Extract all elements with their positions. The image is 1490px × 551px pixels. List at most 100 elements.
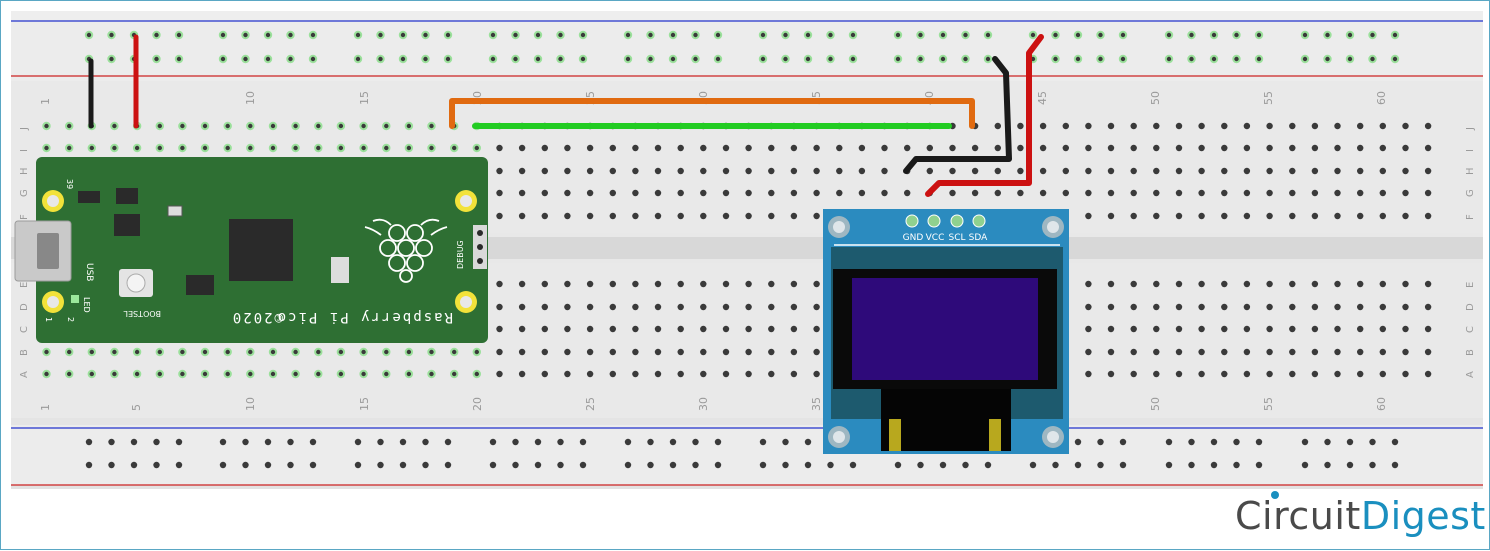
hole-top[interactable]: [1311, 122, 1319, 130]
hole-bottom[interactable]: [382, 347, 391, 357]
hole-top[interactable]: [1266, 122, 1273, 130]
hole-bottom[interactable]: [1107, 370, 1115, 378]
hole-top-rail[interactable]: [983, 54, 993, 64]
hole-bottom-rail[interactable]: [782, 461, 789, 469]
hole-bottom[interactable]: [518, 370, 526, 378]
hole-top[interactable]: [155, 121, 165, 131]
hole-top[interactable]: [1424, 212, 1432, 220]
hole-bottom[interactable]: [223, 347, 232, 357]
hole-bottom[interactable]: [1107, 348, 1115, 356]
oled-display-module[interactable]: GND VCC SCL SDA: [823, 209, 1069, 454]
hole-bottom[interactable]: [518, 303, 526, 311]
hole-bottom-rail[interactable]: [714, 461, 722, 469]
hole-top[interactable]: [1243, 144, 1251, 152]
hole-bottom[interactable]: [1085, 370, 1092, 378]
hole-bottom-rail[interactable]: [759, 438, 767, 446]
hole-top[interactable]: [564, 212, 571, 220]
hole-bottom-rail[interactable]: [444, 438, 452, 446]
hole-top-rail[interactable]: [556, 54, 565, 64]
hole-bottom[interactable]: [496, 303, 503, 311]
hole-top[interactable]: [632, 167, 639, 175]
hole-top[interactable]: [949, 144, 956, 152]
hole-top-rail[interactable]: [803, 30, 813, 40]
hole-bottom-rail[interactable]: [1301, 461, 1309, 469]
hole-bottom[interactable]: [404, 369, 414, 379]
hole-bottom[interactable]: [1130, 303, 1137, 311]
hole-bottom[interactable]: [65, 347, 74, 357]
hole-top[interactable]: [291, 143, 300, 153]
hole-top-rail[interactable]: [668, 30, 678, 40]
hole-top[interactable]: [1130, 212, 1137, 220]
hole-bottom[interactable]: [496, 370, 503, 378]
hole-bottom[interactable]: [813, 303, 820, 311]
hole-top-rail[interactable]: [1164, 54, 1174, 64]
hole-top-rail[interactable]: [781, 54, 790, 64]
hole-top-rail[interactable]: [443, 30, 453, 40]
hole-top[interactable]: [722, 189, 730, 197]
hole-bottom[interactable]: [700, 303, 707, 311]
hole-top-rail[interactable]: [107, 54, 116, 64]
hole-top[interactable]: [654, 189, 662, 197]
hole-top[interactable]: [541, 144, 548, 152]
hole-top-rail[interactable]: [421, 30, 430, 40]
hole-top-rail[interactable]: [893, 30, 903, 40]
hole-bottom-rail[interactable]: [1324, 461, 1331, 469]
hole-bottom[interactable]: [1357, 325, 1364, 333]
hole-bottom[interactable]: [768, 303, 775, 311]
hole-top[interactable]: [632, 144, 639, 152]
hole-top-rail[interactable]: [1390, 30, 1400, 40]
hole-bottom[interactable]: [1221, 280, 1228, 288]
hole-top[interactable]: [359, 121, 368, 131]
hole-bottom[interactable]: [42, 347, 51, 357]
hole-bottom[interactable]: [518, 280, 526, 288]
hole-bottom[interactable]: [1243, 348, 1251, 356]
hole-bottom-rail[interactable]: [354, 461, 362, 469]
hole-top[interactable]: [1130, 189, 1137, 197]
hole-bottom[interactable]: [586, 325, 594, 333]
hole-bottom[interactable]: [65, 369, 74, 379]
hole-top[interactable]: [1175, 144, 1183, 152]
hole-top-rail[interactable]: [263, 54, 273, 64]
hole-top[interactable]: [1175, 189, 1183, 197]
hole-top[interactable]: [1311, 167, 1319, 175]
hole-bottom[interactable]: [677, 348, 684, 356]
hole-top[interactable]: [1289, 189, 1296, 197]
hole-bottom[interactable]: [1424, 370, 1432, 378]
hole-bottom-rail[interactable]: [1074, 461, 1082, 469]
hole-bottom[interactable]: [632, 348, 639, 356]
hole-bottom[interactable]: [1379, 280, 1387, 288]
hole-bottom-rail[interactable]: [1324, 438, 1331, 446]
hole-bottom[interactable]: [541, 370, 548, 378]
hole-bottom-rail[interactable]: [557, 461, 564, 469]
hole-bottom-rail[interactable]: [85, 438, 93, 446]
hole-bottom[interactable]: [291, 369, 300, 379]
hole-bottom[interactable]: [813, 348, 820, 356]
hole-top[interactable]: [1153, 212, 1160, 220]
hole-top[interactable]: [994, 167, 1001, 175]
hole-bottom-rail[interactable]: [1188, 438, 1195, 446]
hole-bottom[interactable]: [632, 303, 639, 311]
hole-bottom[interactable]: [1334, 348, 1341, 356]
hole-top[interactable]: [1198, 122, 1205, 130]
hole-bottom[interactable]: [1311, 370, 1319, 378]
hole-bottom[interactable]: [1107, 303, 1115, 311]
hole-bottom[interactable]: [1221, 348, 1228, 356]
hole-bottom[interactable]: [564, 303, 571, 311]
hole-bottom[interactable]: [132, 369, 142, 379]
hole-bottom-rail[interactable]: [354, 438, 362, 446]
hole-top[interactable]: [881, 189, 888, 197]
hole-bottom[interactable]: [359, 347, 368, 357]
hole-bottom[interactable]: [541, 303, 548, 311]
hole-bottom[interactable]: [1357, 370, 1364, 378]
hole-bottom[interactable]: [790, 325, 798, 333]
hole-top[interactable]: [450, 143, 459, 153]
hole-top[interactable]: [246, 121, 255, 131]
hole-bottom[interactable]: [1198, 325, 1205, 333]
hole-top-rail[interactable]: [152, 30, 161, 40]
hole-bottom-rail[interactable]: [1052, 461, 1059, 469]
hole-bottom-rail[interactable]: [1346, 461, 1354, 469]
hole-bottom-rail[interactable]: [399, 438, 407, 446]
hole-top-rail[interactable]: [1368, 54, 1377, 64]
hole-top[interactable]: [1357, 167, 1364, 175]
hole-top[interactable]: [1266, 212, 1273, 220]
